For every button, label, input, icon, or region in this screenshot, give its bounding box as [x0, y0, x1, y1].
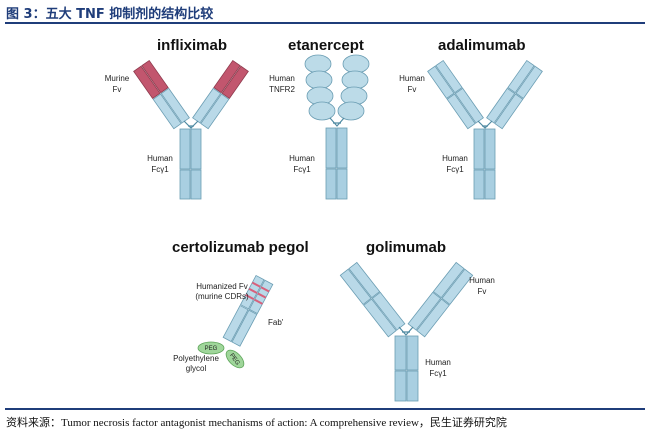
certolizumab-peg: PEG PEG — [197, 341, 245, 369]
etanercept-diagram: etanercept Human TNFR2 Human Fcγ1 — [269, 37, 370, 200]
infliximab-fc-label-2: Fcγ1 — [151, 165, 169, 174]
golimumab-fv-label-1: Human — [469, 276, 495, 285]
etanercept-tnfr2-right — [337, 54, 370, 121]
golimumab-fc — [394, 335, 419, 402]
figure-title: 图 3：五大 TNF 抑制剂的结构比较 — [6, 7, 214, 22]
adalimumab-left-arm — [427, 59, 484, 130]
adalimumab-name: adalimumab — [438, 37, 526, 54]
infliximab-right-arm — [192, 59, 249, 130]
etanercept-name: etanercept — [288, 37, 364, 54]
figure-source: 资料来源：Tumor necrosis factor antagonist me… — [6, 417, 507, 429]
golimumab-left-arm — [339, 261, 406, 338]
infliximab-diagram: infliximab Murine Fv Human Fcγ1 — [105, 37, 249, 200]
golimumab-fc-label-2: Fcγ1 — [429, 369, 447, 378]
certolizumab-fab-label: Fab' — [268, 318, 284, 327]
golimumab-name: golimumab — [366, 239, 446, 256]
peg-tag-1: PEG — [205, 346, 218, 352]
adalimumab-diagram: adalimumab Human Fv Human Fcγ1 — [399, 37, 543, 200]
etanercept-tnfr2-left — [304, 54, 336, 121]
adalimumab-fc-label-2: Fcγ1 — [446, 165, 464, 174]
certolizumab-diagram: certolizumab pegol PEG PEG Humanized Fv … — [172, 239, 309, 373]
certolizumab-peg-label-2: glycol — [186, 364, 207, 373]
infliximab-left-arm — [133, 59, 190, 130]
adalimumab-fc — [473, 128, 496, 200]
infliximab-fv-label-1: Murine — [105, 74, 130, 83]
certolizumab-peg-label-1: Polyethylene — [173, 354, 219, 363]
adalimumab-fv-label-2: Fv — [408, 85, 417, 94]
top-rule — [5, 22, 645, 24]
adalimumab-fc-label-1: Human — [442, 154, 468, 163]
adalimumab-right-arm — [486, 59, 543, 130]
etanercept-fv-label-1: Human — [269, 74, 295, 83]
infliximab-name: infliximab — [157, 37, 227, 54]
tnf-inhibitor-structure-diagram: infliximab Murine Fv Human Fcγ1 etanerce… — [105, 37, 543, 402]
certolizumab-fv-label-1: Humanized Fv — [196, 282, 248, 291]
golimumab-fc-label-1: Human — [425, 358, 451, 367]
golimumab-fv-label-2: Fv — [478, 287, 487, 296]
golimumab-right-arm — [407, 261, 474, 338]
etanercept-fc — [325, 127, 348, 200]
bottom-rule — [5, 408, 645, 410]
certolizumab-name: certolizumab pegol — [172, 239, 309, 256]
infliximab-fv-label-2: Fv — [113, 85, 122, 94]
golimumab-diagram: golimumab Human Fv Human Fcγ1 — [339, 239, 495, 402]
infliximab-fc-label-1: Human — [147, 154, 173, 163]
etanercept-fv-label-2: TNFR2 — [269, 85, 295, 94]
etanercept-fc-label-1: Human — [289, 154, 315, 163]
etanercept-fc-label-2: Fcγ1 — [293, 165, 311, 174]
infliximab-fc — [179, 128, 202, 200]
certolizumab-fv-label-2: (murine CDRs) — [195, 292, 249, 301]
certolizumab-fab — [222, 274, 274, 347]
adalimumab-fv-label-1: Human — [399, 74, 425, 83]
